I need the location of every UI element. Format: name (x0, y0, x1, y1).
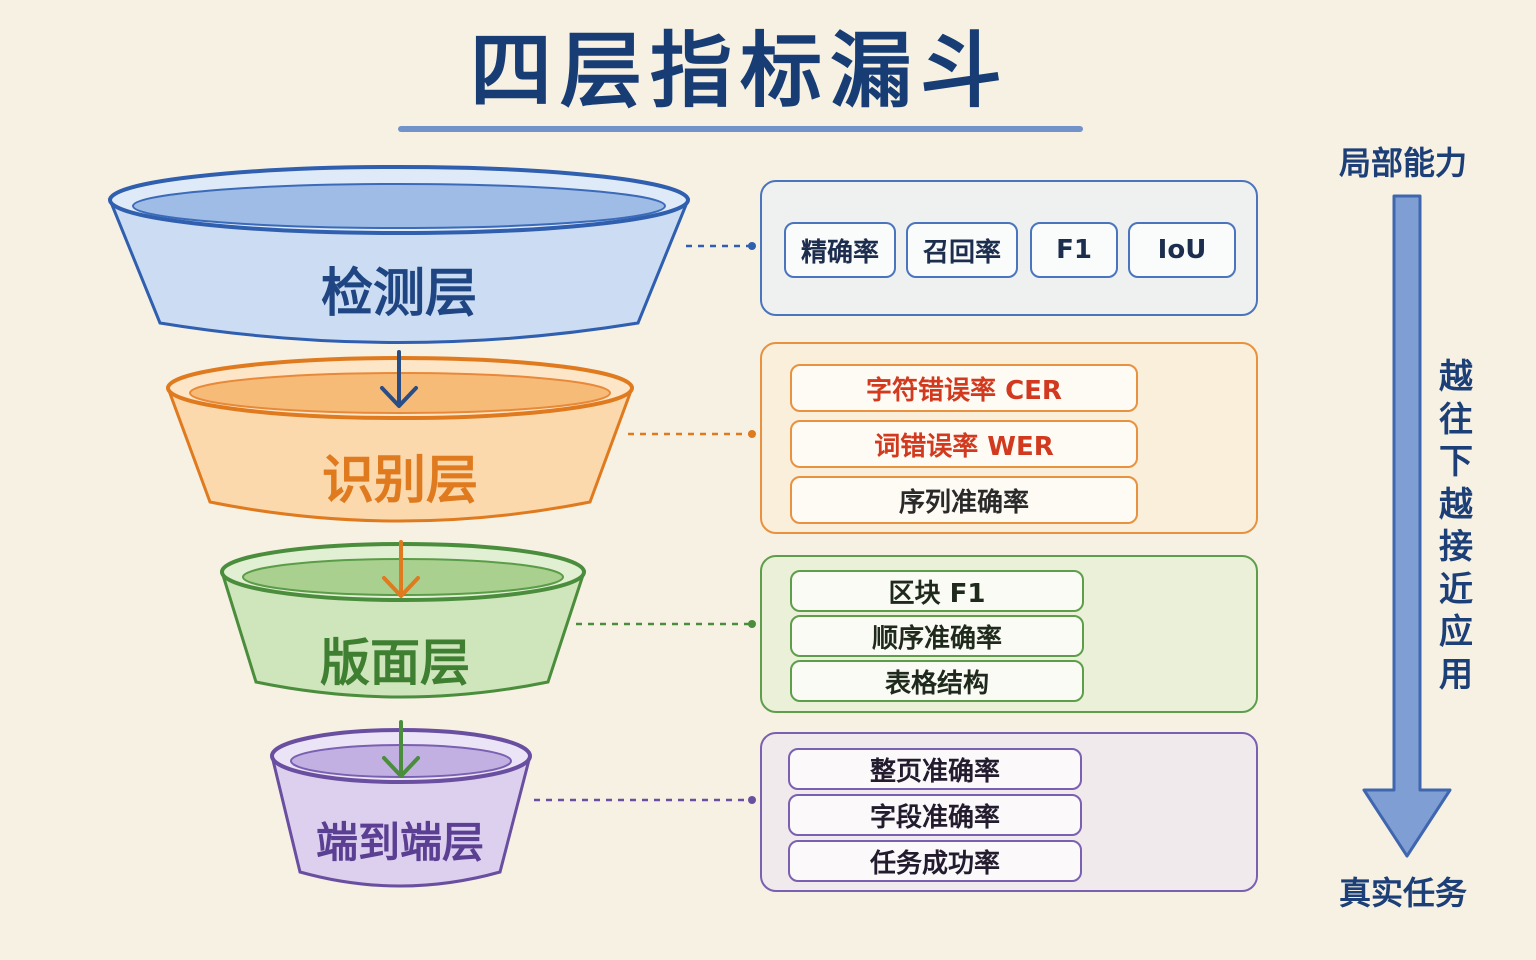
metric-chip-field-accuracy: 字段准确率 (788, 794, 1082, 836)
metric-chip-block-f1: 区块 F1 (790, 570, 1084, 612)
scale-bottom-label: 真实任务 (1338, 874, 1467, 912)
funnel-layer-detection (107, 165, 691, 344)
connector-detection (686, 242, 756, 250)
metric-chip-order-accuracy: 顺序准确率 (790, 615, 1084, 657)
layer-label-recognition: 识别层 (321, 451, 478, 511)
metrics-panel-recognition: 字符错误率 CER 词错误率 WER 序列准确率 (760, 342, 1258, 534)
metric-chip-page-accuracy: 整页准确率 (788, 748, 1082, 790)
metric-chip-sequence-accuracy: 序列准确率 (790, 476, 1138, 524)
metrics-panel-layout: 区块 F1 顺序准确率 表格结构 (760, 555, 1258, 713)
layer-label-end-to-end: 端到端层 (315, 818, 484, 867)
scale-middle-label: 越往下越接近应用 (1439, 357, 1473, 695)
arrow-layout-to-end-to-end (382, 720, 420, 778)
page-title: 四层指标漏斗 (469, 24, 1010, 119)
arrow-detection-to-recognition (380, 350, 418, 408)
metric-chip-task-success: 任务成功率 (788, 840, 1082, 882)
layer-label-detection: 检测层 (320, 264, 477, 324)
metric-chip-precision: 精确率 (784, 222, 896, 278)
metric-chip-table-structure: 表格结构 (790, 660, 1084, 702)
metrics-panel-end-to-end: 整页准确率 字段准确率 任务成功率 (760, 732, 1258, 892)
scale-top-label: 局部能力 (1338, 144, 1467, 182)
metrics-panel-detection: 精确率 召回率 F1 IoU (760, 180, 1258, 316)
metric-chip-cer: 字符错误率 CER (790, 364, 1138, 412)
arrow-recognition-to-layout (382, 540, 420, 598)
connector-end-to-end (534, 796, 756, 804)
metric-chip-wer: 词错误率 WER (790, 420, 1138, 468)
connector-layout (576, 620, 756, 628)
metric-chip-recall: 召回率 (906, 222, 1018, 278)
title-underline (398, 126, 1083, 132)
metric-chip-iou: IoU (1128, 222, 1236, 278)
connector-recognition (628, 430, 756, 438)
funnel-diagram (107, 165, 756, 888)
layer-label-layout: 版面层 (320, 634, 470, 692)
metric-chip-f1: F1 (1030, 222, 1118, 278)
scale-down-arrow (1362, 194, 1452, 858)
